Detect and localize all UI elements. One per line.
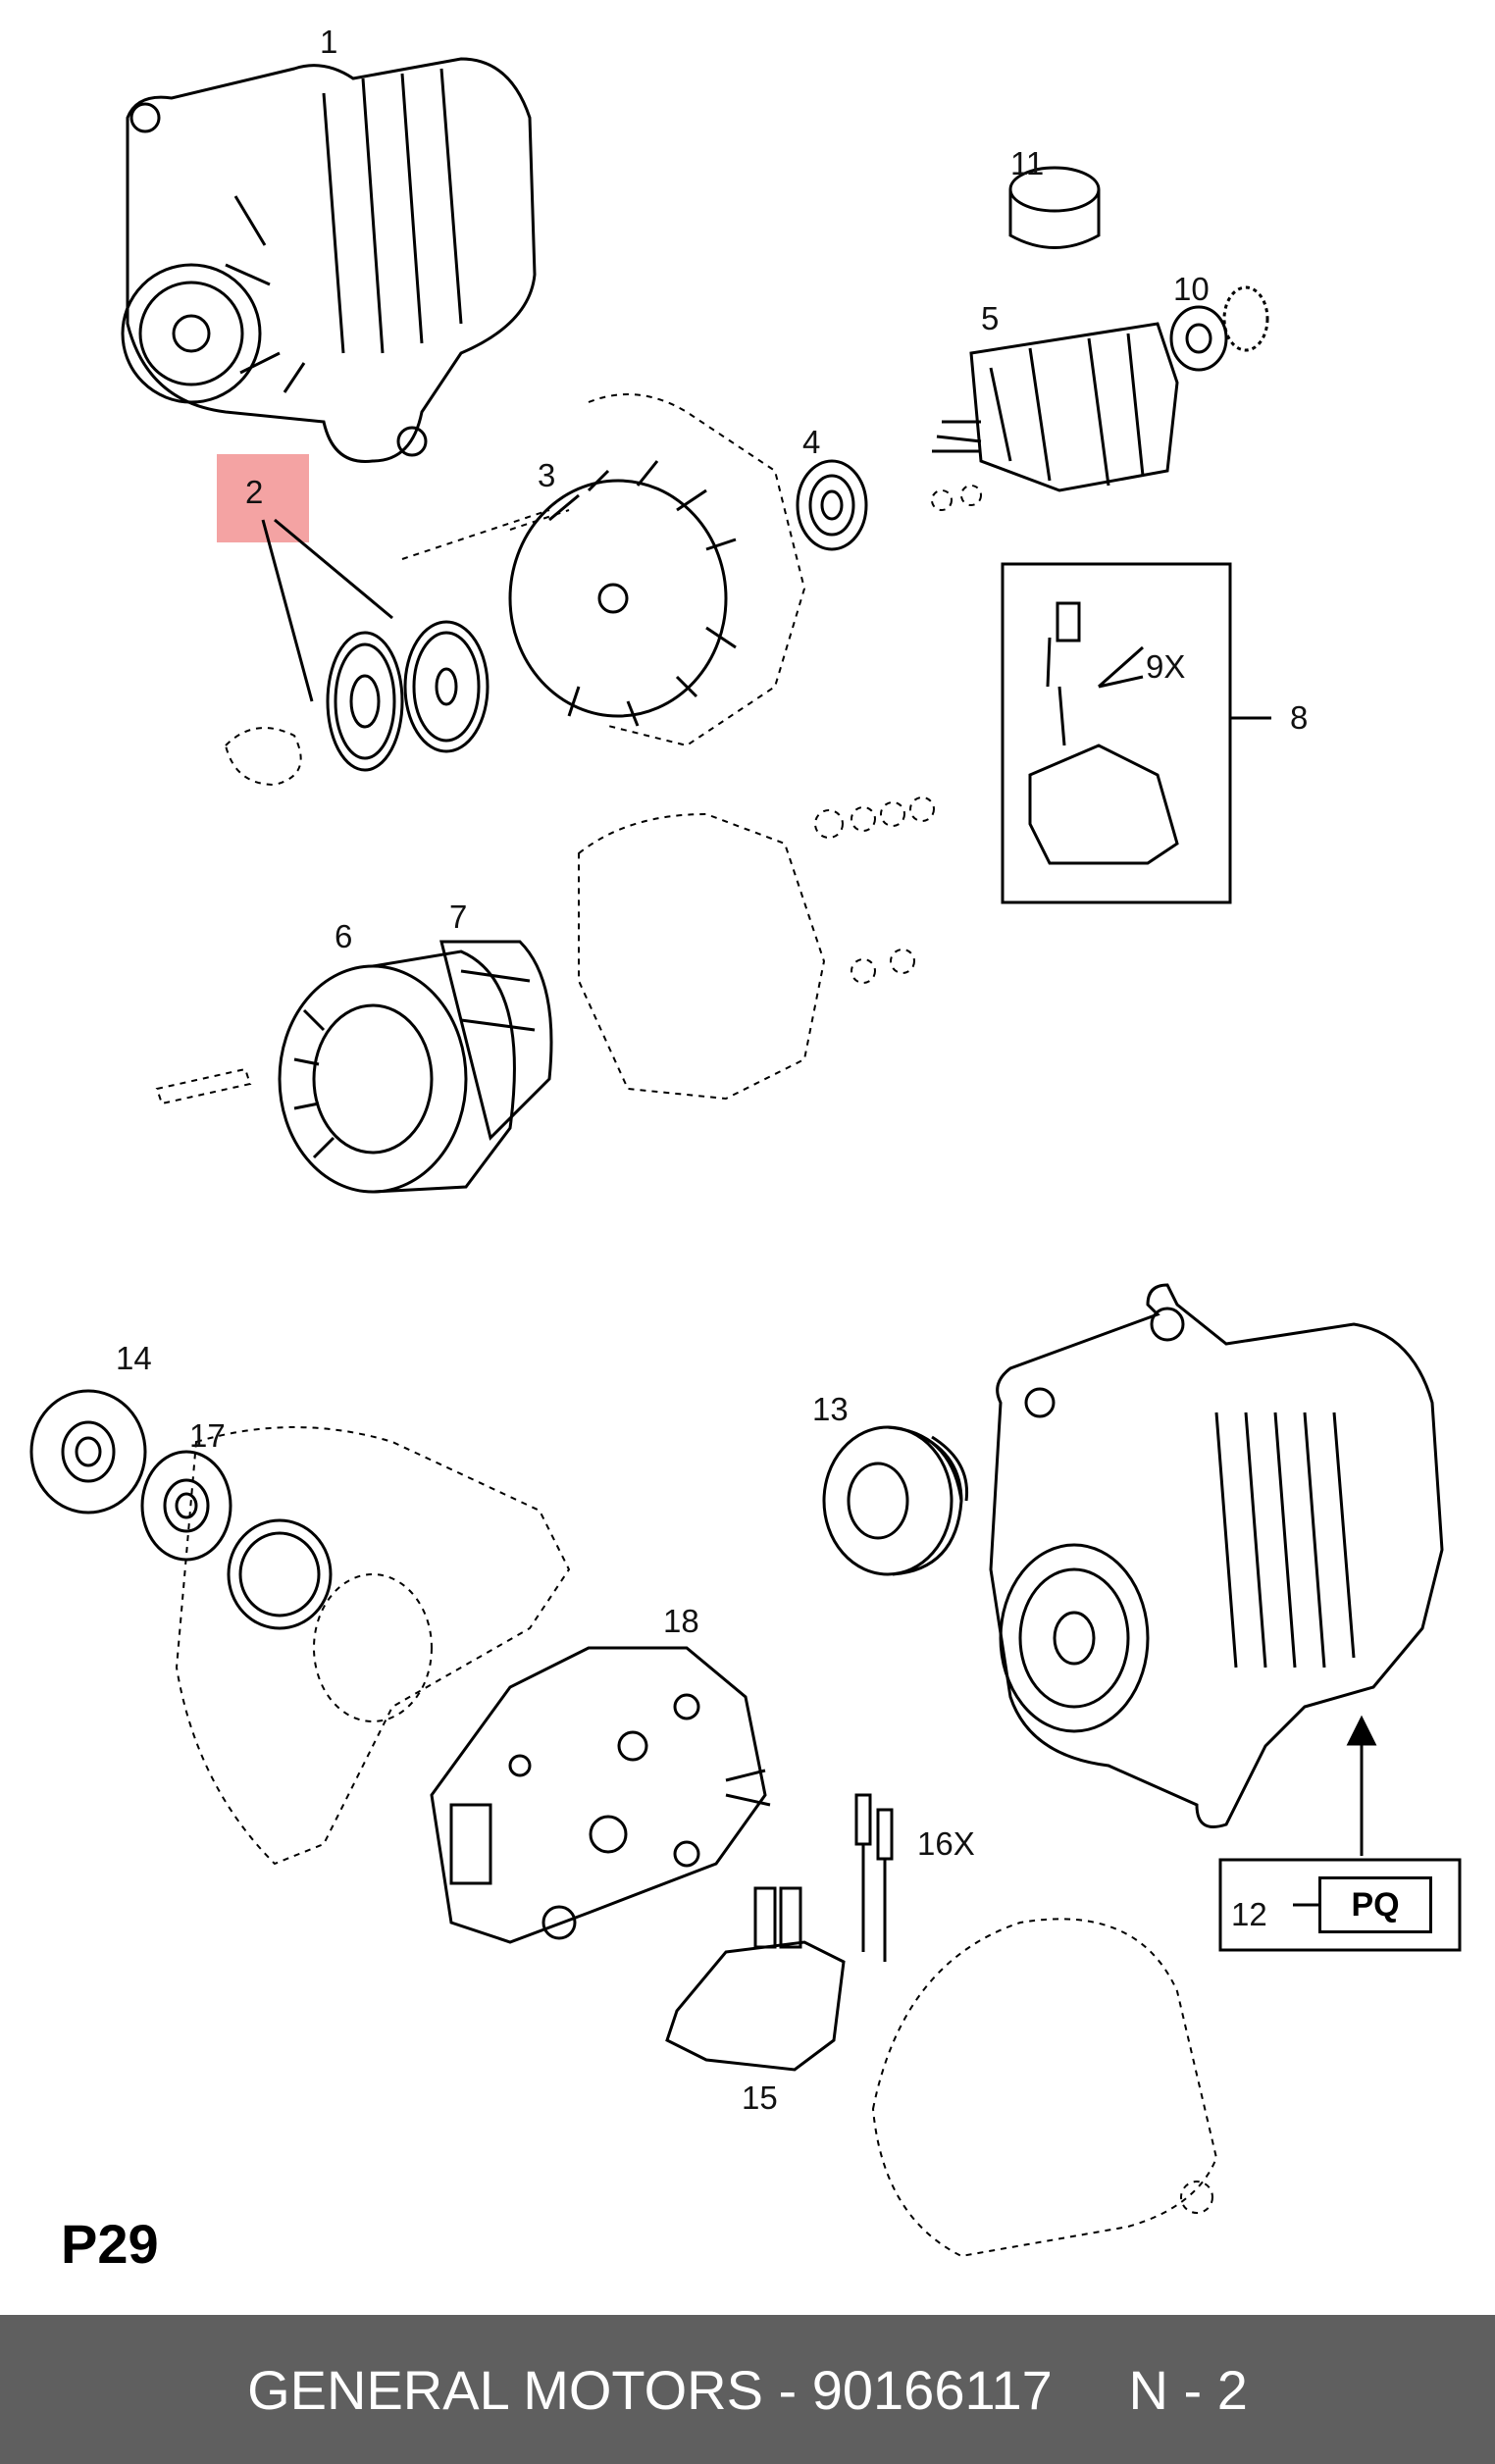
bearing-part-10: [1169, 285, 1269, 372]
parts-diagram: 1 2 3 4 5 6 7 8 9X 10 11 12 13 14 15 16X…: [29, 24, 1462, 2275]
label-11[interactable]: 11: [1010, 145, 1045, 181]
label-8[interactable]: 8: [1290, 699, 1309, 736]
label-2[interactable]: 2: [245, 474, 264, 510]
end-housing-dashed: [175, 1426, 571, 1866]
fan-part-3: [508, 460, 737, 727]
part-2-highlight[interactable]: [217, 454, 309, 542]
label-16x[interactable]: 16X: [917, 1825, 975, 1862]
label-3[interactable]: 3: [538, 457, 556, 493]
footer-text: GENERAL MOTORS - 90166117 N - 2: [247, 2358, 1248, 2421]
housing-dashed: [155, 393, 982, 1105]
bearing-part-4: [796, 459, 868, 551]
part-8-box: [1001, 562, 1232, 904]
label-9x[interactable]: 9X: [1146, 648, 1186, 685]
brushes-part-16x: [854, 1793, 894, 1962]
pq-code-box: PQ: [1318, 1876, 1432, 1933]
rotor-part-5: [932, 322, 1179, 492]
rear-cover-dashed: [871, 1918, 1218, 2258]
label-10[interactable]: 10: [1173, 271, 1210, 307]
label-15[interactable]: 15: [742, 2079, 778, 2116]
footer-bar: GENERAL MOTORS - 90166117 N - 2: [0, 2315, 1495, 2464]
label-18[interactable]: 18: [663, 1603, 699, 1639]
alternator-part-1: [121, 57, 537, 463]
diagram-drawing: [29, 57, 1462, 2258]
label-1[interactable]: 1: [320, 24, 338, 60]
label-6[interactable]: 6: [335, 918, 353, 954]
label-14[interactable]: 14: [116, 1340, 152, 1376]
label-13[interactable]: 13: [812, 1391, 849, 1427]
part-12-box: [1218, 1858, 1462, 1952]
alternator-part-12: [989, 1283, 1444, 1828]
rectifier-part-7: [439, 940, 553, 1141]
rectifier-part-18: [430, 1646, 771, 1944]
regulator-part-15: [665, 1886, 846, 2072]
label-7[interactable]: 7: [449, 898, 468, 935]
page-code: P29: [61, 2213, 159, 2275]
sleeve-part-11: [1008, 166, 1101, 249]
brush-holder-part-8: [1028, 601, 1179, 865]
label-12[interactable]: 12: [1231, 1896, 1267, 1932]
stator-part-6: [278, 950, 516, 1194]
label-17[interactable]: 17: [189, 1417, 226, 1454]
bearing-part-17: [140, 1450, 232, 1562]
ring-sleeve: [227, 1518, 333, 1630]
label-5[interactable]: 5: [981, 300, 1000, 336]
washer-part-2: [261, 518, 490, 772]
label-4[interactable]: 4: [802, 424, 821, 460]
pulley-part-13: [822, 1425, 969, 1576]
bearing-part-14: [29, 1389, 147, 1514]
